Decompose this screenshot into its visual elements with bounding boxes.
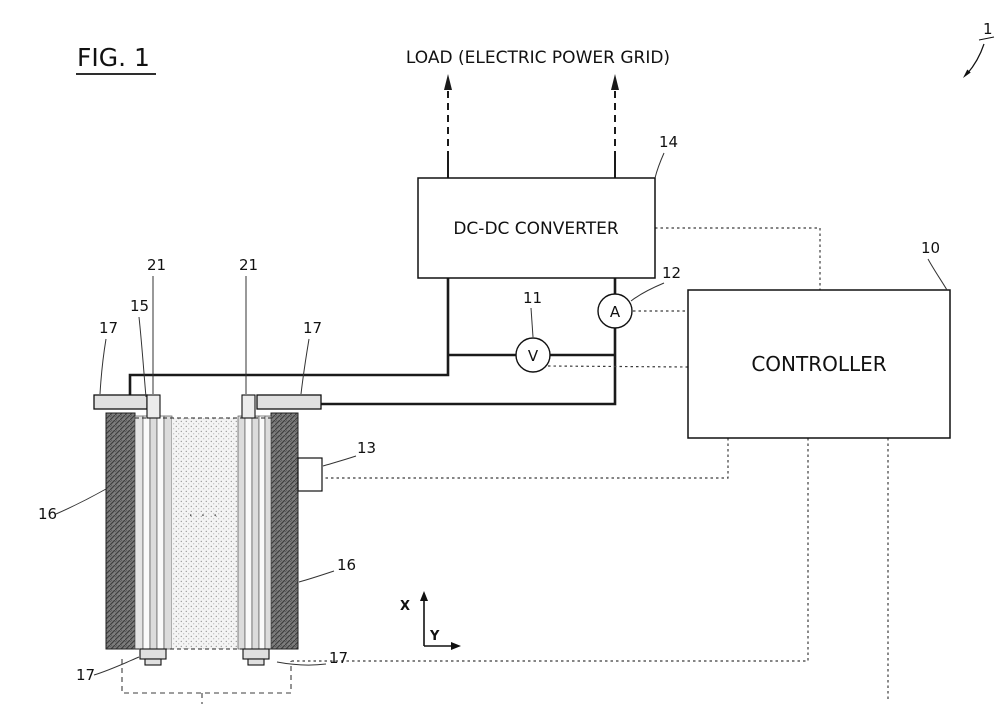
wire-left — [128, 278, 450, 395]
controller: CONTROLLER — [687, 289, 951, 439]
cell-stripes-right — [237, 415, 272, 650]
x-axis-arrowhead-icon — [420, 591, 428, 601]
ref-21-right: 21 — [239, 256, 258, 274]
ref-21-left: 21 — [147, 256, 166, 274]
figure-ref-1-arrow-line — [966, 43, 985, 75]
dcdc-converter-box — [417, 177, 656, 279]
terminal-bar-top-right — [256, 394, 322, 410]
electrode-tab-right — [241, 394, 256, 419]
load-arrow-right — [611, 74, 619, 178]
figure-title-text: FIG. 1 — [77, 43, 150, 72]
controller-box — [687, 289, 951, 439]
signal-controller-sensor — [322, 438, 729, 479]
controller-label: CONTROLLER — [751, 352, 886, 376]
wire-right-lower — [321, 328, 617, 406]
ref-15: 15 — [130, 297, 149, 315]
ref-17-top-right: 17 — [303, 319, 322, 337]
figure-ref-1: 1 — [963, 20, 995, 78]
power-wires — [128, 278, 617, 406]
coordinate-axes: X Y — [400, 591, 461, 650]
figure-title: FIG. 1 — [76, 43, 156, 75]
y-axis-label: Y — [429, 629, 440, 644]
x-axis-label: X — [400, 599, 410, 614]
fuel-cell-stack: . . . — [93, 394, 323, 666]
y-axis-arrowhead-icon — [451, 642, 461, 650]
ref-11: 11 — [523, 289, 542, 307]
ref-16-left: 16 — [38, 505, 57, 523]
up-arrowhead-icon — [611, 74, 619, 90]
ref-17-top-left: 17 — [99, 319, 118, 337]
load-label: LOAD (ELECTRIC POWER GRID) — [406, 48, 670, 68]
voltmeter-circle — [515, 337, 551, 373]
cell-stack-middle — [172, 418, 238, 649]
sensor-box — [297, 457, 323, 492]
ref-16-right: 16 — [337, 556, 356, 574]
ref-17-bottom-right: 17 — [329, 649, 348, 667]
electrode-tab-left — [146, 394, 161, 419]
signal-voltmeter-controller — [547, 365, 689, 368]
figure-ref-1-arrowhead-icon — [963, 69, 971, 78]
terminal-bar-top-left — [93, 394, 148, 410]
signal-converter-controller — [655, 227, 821, 290]
bottom-dashed-connections — [121, 659, 292, 704]
voltmeter-symbol: V — [528, 347, 539, 365]
ref-17-bottom-left: 17 — [76, 666, 95, 684]
dcdc-converter-label: DC-DC CONVERTER — [453, 219, 618, 239]
stack-ellipsis: . . . — [189, 505, 220, 520]
figure-ref-1-underline — [978, 36, 995, 41]
terminal-bottom-right — [242, 648, 270, 666]
ref-13: 13 — [357, 439, 376, 457]
reference-numerals: 14 10 12 11 13 15 21 21 17 17 16 16 17 1… — [38, 133, 940, 684]
figure-ref-1-text: 1 — [983, 20, 993, 38]
cell-stripes-left — [134, 415, 173, 650]
control-signal-lines — [291, 227, 889, 702]
ammeter-symbol: A — [610, 303, 621, 321]
ammeter-circle — [597, 293, 633, 329]
ref-10: 10 — [921, 239, 940, 257]
ref-12: 12 — [662, 264, 681, 282]
up-arrowhead-icon — [444, 74, 452, 90]
leader-lines — [55, 152, 948, 676]
end-plate-right — [270, 412, 299, 650]
terminal-bottom-left — [139, 648, 167, 666]
load-arrow-left — [444, 74, 452, 178]
signal-controller-stack — [291, 438, 809, 662]
ref-14: 14 — [659, 133, 678, 151]
ammeter: A — [597, 293, 633, 329]
end-plate-left — [105, 412, 136, 650]
voltmeter: V — [515, 337, 551, 373]
dcdc-converter: DC-DC CONVERTER — [417, 177, 656, 279]
